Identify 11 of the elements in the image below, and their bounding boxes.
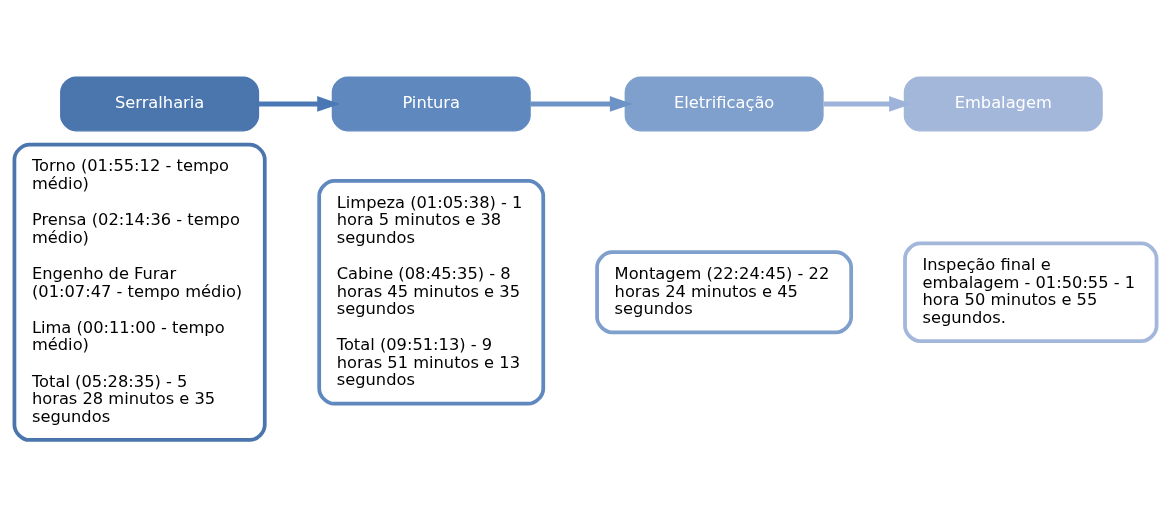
node-box: Eletrificação bbox=[624, 75, 824, 131]
node-box: Torno (01:55:12 - tempo médio) Prensa (02:14:36 - tempo médio) Engenho de Furar (01:07:47 - tempo médio) Lima (00:11:00 - tempo médio) Total (05:28:35) - 5 horas 28 minutos e 35 segundos bbox=[12, 142, 267, 442]
node-box: Serralharia bbox=[60, 75, 260, 131]
arrow bbox=[530, 95, 633, 112]
node-box: Embalagem bbox=[903, 75, 1103, 131]
node-box: Inspeção final e embalagem - 01:50:55 - 1 hora 50 minutos e 55 segundos. bbox=[903, 241, 1159, 343]
node-box: Limpeza (01:05:38) - 1 hora 5 minutos e 38 segundos Cabine (08:45:35) - 8 horas 45 minutos e 35 segundos Total (09:51:13) - 9 horas 51 minutos e 13 segundos bbox=[317, 178, 546, 406]
node-box: Pintura bbox=[331, 75, 531, 131]
node-box: Montagem (22:24:45) - 22 horas 24 minutos e 45 segundos bbox=[595, 249, 854, 334]
arrow bbox=[823, 95, 912, 112]
arrow bbox=[258, 95, 340, 112]
